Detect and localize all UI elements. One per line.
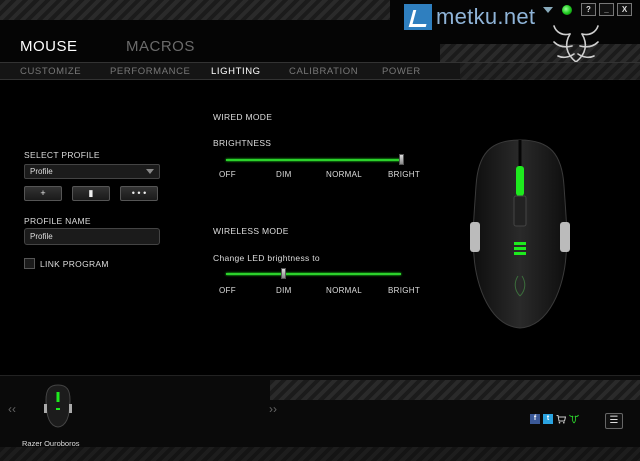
razer-logo-icon xyxy=(553,25,599,63)
facebook-icon[interactable]: f xyxy=(530,414,540,424)
main-tab-mouse[interactable]: MOUSE xyxy=(20,38,78,55)
wireless-tick-bright: BRIGHT xyxy=(388,286,421,295)
wired-brightness-label: BRIGHTNESS xyxy=(213,138,272,148)
wired-brightness-thumb[interactable] xyxy=(398,154,404,165)
subnav-decoration xyxy=(460,63,640,80)
wireless-tick-off: OFF xyxy=(219,286,236,295)
tab-calibration[interactable]: CALIBRATION xyxy=(289,66,359,77)
sub-navigation: CUSTOMIZE PERFORMANCE LIGHTING CALIBRATI… xyxy=(0,62,640,80)
tab-power[interactable]: POWER xyxy=(382,66,421,77)
main-tab-macros[interactable]: MACROS xyxy=(126,38,195,55)
link-program-checkbox[interactable] xyxy=(24,258,35,269)
profile-name-label: PROFILE NAME xyxy=(24,216,91,226)
tab-customize[interactable]: CUSTOMIZE xyxy=(20,66,82,77)
delete-profile-button[interactable]: ▮ xyxy=(72,186,110,201)
select-profile-label: SELECT PROFILE xyxy=(24,150,100,160)
device-bar-decoration xyxy=(270,380,640,400)
watermark: metku.net xyxy=(404,4,535,30)
window-controls: ? _ X xyxy=(543,3,632,16)
wired-tick-dim: DIM xyxy=(276,170,292,179)
wireless-tick-dim: DIM xyxy=(276,286,292,295)
profile-options-button[interactable]: • • • xyxy=(120,186,158,201)
wired-tick-off: OFF xyxy=(219,170,236,179)
wired-brightness-slider[interactable] xyxy=(226,159,401,161)
social-icons: f t xyxy=(530,414,579,424)
wired-tick-normal: NORMAL xyxy=(326,170,363,179)
razer-small-icon[interactable] xyxy=(569,414,579,424)
device-thumbnail-image[interactable] xyxy=(42,384,74,428)
add-profile-button[interactable]: + xyxy=(24,186,62,201)
status-led-icon xyxy=(562,4,572,15)
close-button[interactable]: X xyxy=(617,3,632,16)
wired-tick-bright: BRIGHT xyxy=(388,170,421,179)
tab-lighting[interactable]: LIGHTING xyxy=(211,66,261,77)
wireless-brightness-thumb[interactable] xyxy=(281,268,287,279)
device-prev-button[interactable]: ‹‹ xyxy=(8,402,16,416)
twitter-icon[interactable]: t xyxy=(543,414,553,424)
mouse-device-image xyxy=(470,139,570,329)
device-name: Razer Ouroboros xyxy=(22,439,80,448)
wireless-tick-normal: NORMAL xyxy=(326,286,363,295)
watermark-logo-icon xyxy=(404,4,432,30)
shopping-cart-icon[interactable] xyxy=(556,414,566,424)
wireless-mode-title: WIRELESS MODE xyxy=(213,226,289,236)
wireless-brightness-slider[interactable] xyxy=(226,273,401,275)
tab-performance[interactable]: PERFORMANCE xyxy=(110,66,191,77)
chevron-down-icon xyxy=(146,169,154,174)
link-program-label: LINK PROGRAM xyxy=(40,259,109,269)
profile-select[interactable]: Profile xyxy=(24,164,160,179)
bottom-decoration xyxy=(0,447,640,461)
wired-mode-title: WIRED MODE xyxy=(213,112,273,122)
minimize-button[interactable]: _ xyxy=(599,3,614,16)
header-decoration xyxy=(0,0,390,20)
profile-name-input[interactable]: Profile xyxy=(24,228,160,245)
profile-select-value: Profile xyxy=(30,167,53,176)
device-next-button[interactable]: ›› xyxy=(269,402,277,416)
dropdown-triangle-icon[interactable] xyxy=(543,6,553,13)
watermark-text: metku.net xyxy=(436,4,536,29)
help-button[interactable]: ? xyxy=(581,3,596,16)
menu-button[interactable]: ☰ xyxy=(605,413,623,429)
wireless-brightness-label: Change LED brightness to xyxy=(213,253,320,263)
